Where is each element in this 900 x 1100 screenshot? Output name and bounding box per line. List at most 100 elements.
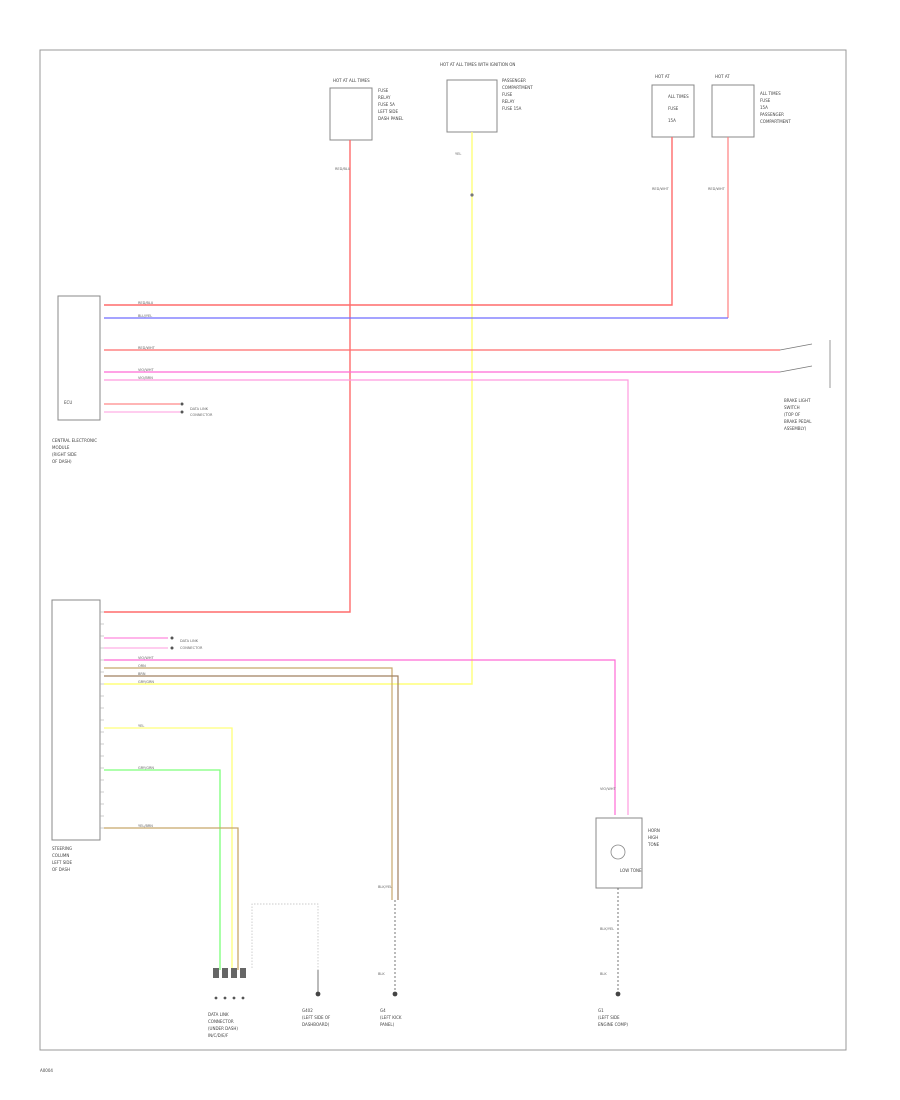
- wire-label: BLU/YEL: [138, 314, 152, 318]
- fuse-left: HOT AT ALL TIMES FUSE RELAY FUSE 5A LEFT…: [329, 78, 404, 141]
- module-ecu-label: (RIGHT SIDE: [52, 452, 77, 457]
- wire-label: VIO/WHT: [138, 656, 154, 660]
- fuse-center-title: HOT AT ALL TIMES WITH IGNITION ON: [440, 62, 515, 67]
- wire-label: RED/WHT: [652, 187, 670, 191]
- connector-dot: [170, 646, 174, 650]
- fuse-right-b-line: FUSE: [760, 98, 771, 103]
- ground-label: DASHBOARD): [302, 1022, 330, 1027]
- footer-code: A0004: [40, 1068, 53, 1073]
- module-scm: STEERING COLUMN LEFT SIDE OF DASH: [51, 599, 101, 872]
- module-scm-label: COLUMN: [52, 853, 69, 858]
- brake-switch-label: (TOP OF: [784, 412, 801, 417]
- wire-label: BLK/YEL: [378, 885, 392, 889]
- ground-g402: G402 (LEFT SIDE OF DASHBOARD): [302, 970, 331, 1027]
- connector-dot: [180, 402, 184, 406]
- wire-label: YEL/BRN: [138, 824, 153, 828]
- brake-switch-label: ASSEMBLY): [784, 426, 807, 431]
- horn-label: LOW TONE: [620, 868, 642, 873]
- module-scm-label: OF DASH: [52, 867, 70, 872]
- fuse-left-line: FUSE 5A: [378, 102, 395, 107]
- wire-label: YEL: [455, 152, 461, 156]
- fuse-right-b-line: PASSENGER: [760, 112, 784, 117]
- wire-label: VIO/BRN: [138, 376, 153, 380]
- wire-label: BLK/YEL: [600, 927, 614, 931]
- fuse-right-b-line: ALL TIMES: [760, 91, 781, 96]
- note-text: DATA LINK: [190, 407, 209, 411]
- fuse-center-line: FUSE: [502, 92, 513, 97]
- data-link-label: (UNDER DASH): [208, 1026, 238, 1031]
- module-scm-pins: [100, 611, 104, 829]
- horn-label: HIGH: [648, 835, 658, 840]
- wire-red-fuse-left: [104, 140, 351, 613]
- fuse-right-a: HOT AT ALL TIMES FUSE 15A: [651, 74, 695, 138]
- module-ecu: ECU CENTRAL ELECTRONIC MODULE (RIGHT SID…: [52, 295, 101, 464]
- wire-olive-dlc: [104, 827, 239, 970]
- wire-red-right-a: [104, 137, 673, 306]
- brake-switch-label: SWITCH: [784, 405, 800, 410]
- brake-switch: BRAKE LIGHT SWITCH (TOP OF BRAKE PEDAL A…: [779, 340, 831, 431]
- fuse-center-line: PASSENGER: [502, 78, 526, 83]
- wire-yellow-center: [104, 132, 473, 685]
- module-ecu-label: MODULE: [52, 445, 70, 450]
- data-link-label: CONNECTOR: [208, 1019, 234, 1024]
- wire-label: VIO/WHT: [138, 368, 154, 372]
- module-scm-label: LEFT SIDE: [52, 860, 73, 865]
- wire-brown: [104, 675, 399, 900]
- wire-yellow-dlc: [104, 727, 233, 970]
- wire-label: BLK: [378, 972, 385, 976]
- wire-label: ORN: [138, 664, 146, 668]
- wire-green-dlc: [104, 769, 221, 970]
- wire-pink-horn-b: [104, 659, 616, 815]
- ground-label: G402: [302, 1008, 313, 1013]
- data-link-label: IN/C/D/E/F: [208, 1033, 229, 1038]
- fuse-right-a-line: FUSE: [668, 106, 679, 111]
- module-ecu-label: OF DASH): [52, 459, 72, 464]
- fuse-left-line: FUSE: [378, 88, 389, 93]
- wire-orange: [104, 667, 393, 900]
- module-scm-label: STEERING: [52, 846, 72, 851]
- note-text: CONNECTOR: [180, 646, 203, 650]
- fuse-right-b-line: 15A: [760, 105, 768, 110]
- fuse-right-a-title: HOT AT: [655, 74, 670, 79]
- fuse-right-b-title: HOT AT: [715, 74, 730, 79]
- wire-label: RED/WHT: [138, 346, 156, 350]
- ground-label: ENGINE COMP): [598, 1022, 628, 1027]
- fuse-left-line: RELAY: [378, 95, 391, 100]
- splice-dot: [470, 193, 474, 197]
- ground-label: PANEL): [380, 1022, 395, 1027]
- horn-label: TONE: [647, 842, 660, 847]
- diagram-frame: [39, 49, 847, 1051]
- shield-bracket: [251, 903, 319, 970]
- note-text: CONNECTOR: [190, 413, 213, 417]
- module-ecu-label: CENTRAL ELECTRONIC: [52, 438, 97, 443]
- wire-label: BRN: [138, 672, 146, 676]
- fuse-center: HOT AT ALL TIMES WITH IGNITION ON PASSEN…: [440, 62, 533, 133]
- fuse-left-line: DASH PANEL: [378, 116, 404, 121]
- wire-label: GRY/GRN: [138, 680, 154, 684]
- brake-switch-label: BRAKE LIGHT: [784, 398, 811, 403]
- brake-switch-label: BRAKE PEDAL: [784, 419, 812, 424]
- fuse-center-line: RELAY: [502, 99, 515, 104]
- fuse-right-b: HOT AT ALL TIMES FUSE 15A PASSENGER COMP…: [711, 74, 791, 138]
- fuse-right-a-line: 15A: [668, 118, 676, 123]
- wire-label: VIO/WHT: [600, 787, 616, 791]
- wire-label: GRY/GRN: [138, 766, 154, 770]
- ground-label: (LEFT SIDE OF: [302, 1015, 331, 1020]
- horn-label: HORN: [648, 828, 660, 833]
- ground-label: (LEFT SIDE: [598, 1015, 620, 1020]
- data-link-connector: DATA LINK CONNECTOR (UNDER DASH) IN/C/D/…: [208, 968, 246, 1038]
- fuse-right-b-line: COMPARTMENT: [760, 119, 791, 124]
- wire-label: YEL: [138, 724, 144, 728]
- module-ecu-tag: ECU: [64, 400, 72, 405]
- ground-g4: BLK/YEL BLK G4 (LEFT KICK PANEL): [378, 885, 402, 1027]
- connector-dot: [170, 636, 174, 640]
- data-link-label: DATA LINK: [208, 1012, 229, 1017]
- fuse-left-line: LEFT SIDE: [378, 109, 399, 114]
- ground-label: G1: [598, 1008, 604, 1013]
- ground-label: G4: [380, 1008, 386, 1013]
- wire-label: RED/BLU: [335, 167, 351, 171]
- wire-label: BLK: [600, 972, 607, 976]
- wire-label: RED/BLU: [138, 301, 154, 305]
- note-text: DATA LINK: [180, 639, 199, 643]
